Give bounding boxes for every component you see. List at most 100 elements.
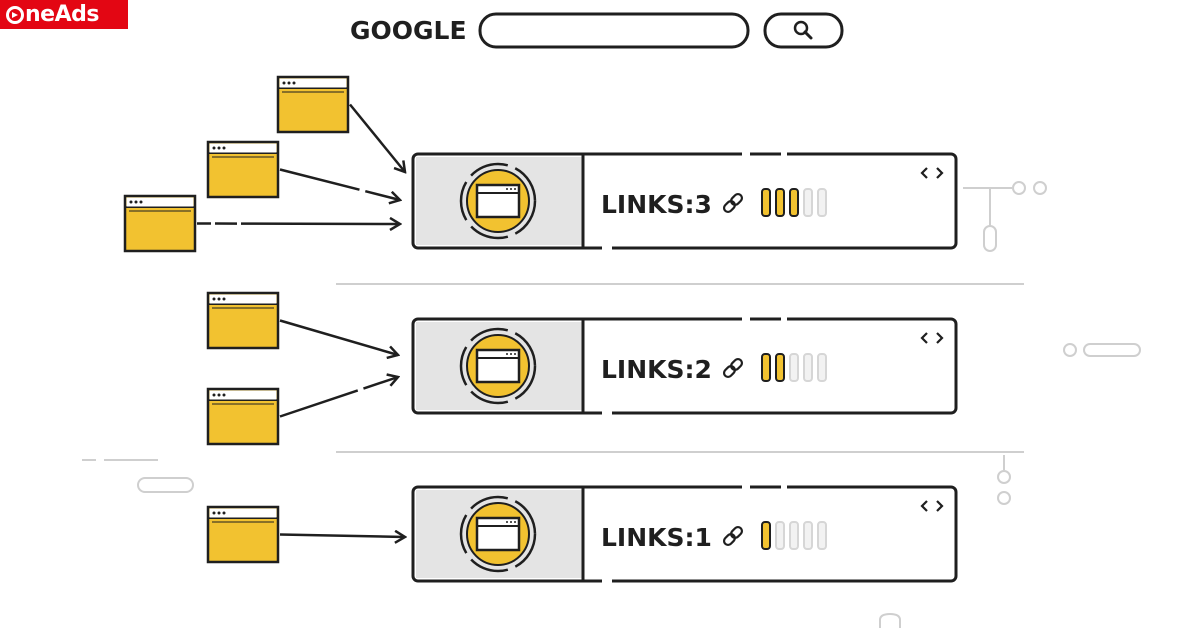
icon-ring bbox=[459, 162, 537, 240]
code-bracket bbox=[936, 332, 944, 344]
page-dot bbox=[506, 188, 508, 190]
browser-page-icon bbox=[475, 348, 521, 384]
linking-page-bar bbox=[279, 78, 347, 88]
backlink-arrow bbox=[279, 168, 400, 201]
page-dot bbox=[514, 353, 516, 355]
page-dot bbox=[514, 188, 516, 190]
search-engine-name: GOOGLE bbox=[350, 16, 467, 45]
link-chain bbox=[722, 200, 736, 214]
logo-text: neAds bbox=[25, 2, 99, 27]
strength-bar-empty bbox=[789, 521, 799, 550]
link-icon bbox=[722, 192, 744, 214]
page-frame bbox=[475, 516, 521, 552]
code-bracket bbox=[920, 332, 928, 344]
strength-bar-empty bbox=[803, 188, 813, 217]
page-dot bbox=[506, 353, 508, 355]
backlink-arrow bbox=[349, 103, 405, 173]
linking-page-bar bbox=[209, 143, 277, 153]
backlink-arrow bbox=[279, 319, 398, 356]
strength-bar-empty bbox=[803, 521, 813, 550]
strength-bar-empty bbox=[817, 521, 827, 550]
search-header: GOOGLE bbox=[350, 12, 844, 49]
linking-page-bar bbox=[209, 390, 277, 400]
decorative-doodles bbox=[82, 181, 1141, 628]
strength-bar-empty bbox=[817, 188, 827, 217]
link-icon bbox=[722, 357, 744, 379]
linking-page-dot bbox=[217, 146, 221, 150]
backlink-arrow bbox=[279, 377, 398, 418]
page-frame bbox=[475, 183, 521, 219]
page-frame bbox=[475, 348, 521, 384]
oneads-logo: neAds bbox=[0, 0, 128, 29]
linking-page-dot bbox=[222, 511, 226, 515]
code-icon[interactable] bbox=[920, 332, 944, 344]
backlink-arrow bbox=[279, 535, 405, 538]
linking-page-bar bbox=[209, 508, 277, 518]
icon-ring bbox=[459, 495, 537, 573]
linking-page-dot bbox=[212, 511, 216, 515]
linking-page bbox=[206, 387, 280, 446]
strength-bar-filled bbox=[761, 188, 771, 217]
icon-ring bbox=[459, 327, 537, 405]
code-bracket bbox=[936, 167, 944, 179]
code-icon[interactable] bbox=[920, 500, 944, 512]
strength-bar-empty bbox=[789, 353, 799, 382]
backlink-arrow bbox=[196, 224, 400, 225]
linking-page-dot bbox=[217, 297, 221, 301]
linking-page bbox=[123, 194, 197, 253]
strength-bar-filled bbox=[789, 188, 799, 217]
linking-page bbox=[276, 75, 350, 134]
linking-page-bar bbox=[126, 197, 194, 207]
linking-page bbox=[206, 505, 280, 564]
linking-pages bbox=[123, 75, 405, 564]
strength-bar-empty bbox=[817, 353, 827, 382]
search-result-card[interactable]: LINKS:3 bbox=[411, 151, 958, 251]
link-chain bbox=[730, 525, 744, 539]
search-result-card[interactable]: LINKS:2 bbox=[411, 316, 958, 416]
link-chain bbox=[730, 357, 744, 371]
links-count-label: LINKS:3 bbox=[601, 190, 712, 219]
linking-page-dot bbox=[212, 393, 216, 397]
linking-page-bar bbox=[209, 294, 277, 304]
browser-page-icon bbox=[475, 516, 521, 552]
links-count-label: LINKS:2 bbox=[601, 355, 712, 384]
linking-page-dot bbox=[222, 297, 226, 301]
code-bracket bbox=[920, 500, 928, 512]
page-dot bbox=[510, 188, 512, 190]
link-chain bbox=[722, 365, 736, 379]
search-button[interactable] bbox=[763, 12, 844, 49]
linking-page-dot bbox=[217, 511, 221, 515]
strength-bar-filled bbox=[775, 353, 785, 382]
browser-page-icon bbox=[475, 183, 521, 219]
linking-page-dot bbox=[222, 146, 226, 150]
link-icon bbox=[722, 525, 744, 547]
search-icon bbox=[793, 20, 813, 40]
page-dot bbox=[506, 521, 508, 523]
logo-mark-icon bbox=[6, 5, 24, 24]
linking-page-dot bbox=[282, 81, 286, 85]
linking-page bbox=[206, 140, 280, 199]
linking-page bbox=[206, 291, 280, 350]
strength-bar-filled bbox=[761, 521, 771, 550]
linking-page-dot bbox=[129, 200, 133, 204]
page-dot bbox=[514, 521, 516, 523]
page-dot bbox=[510, 521, 512, 523]
links-count-label: LINKS:1 bbox=[601, 523, 712, 552]
code-bracket bbox=[936, 500, 944, 512]
linking-page-dot bbox=[139, 200, 143, 204]
search-result-card[interactable]: LINKS:1 bbox=[411, 484, 958, 584]
linking-page-dot bbox=[212, 297, 216, 301]
linking-page-dot bbox=[292, 81, 296, 85]
code-bracket bbox=[920, 167, 928, 179]
linking-page-dot bbox=[212, 146, 216, 150]
strength-bar-filled bbox=[775, 188, 785, 217]
linking-page-dot bbox=[287, 81, 291, 85]
linking-page-dot bbox=[222, 393, 226, 397]
code-icon[interactable] bbox=[920, 167, 944, 179]
strength-bar-empty bbox=[803, 353, 813, 382]
link-chain bbox=[730, 192, 744, 206]
search-input[interactable] bbox=[478, 12, 750, 49]
linking-page-dot bbox=[217, 393, 221, 397]
